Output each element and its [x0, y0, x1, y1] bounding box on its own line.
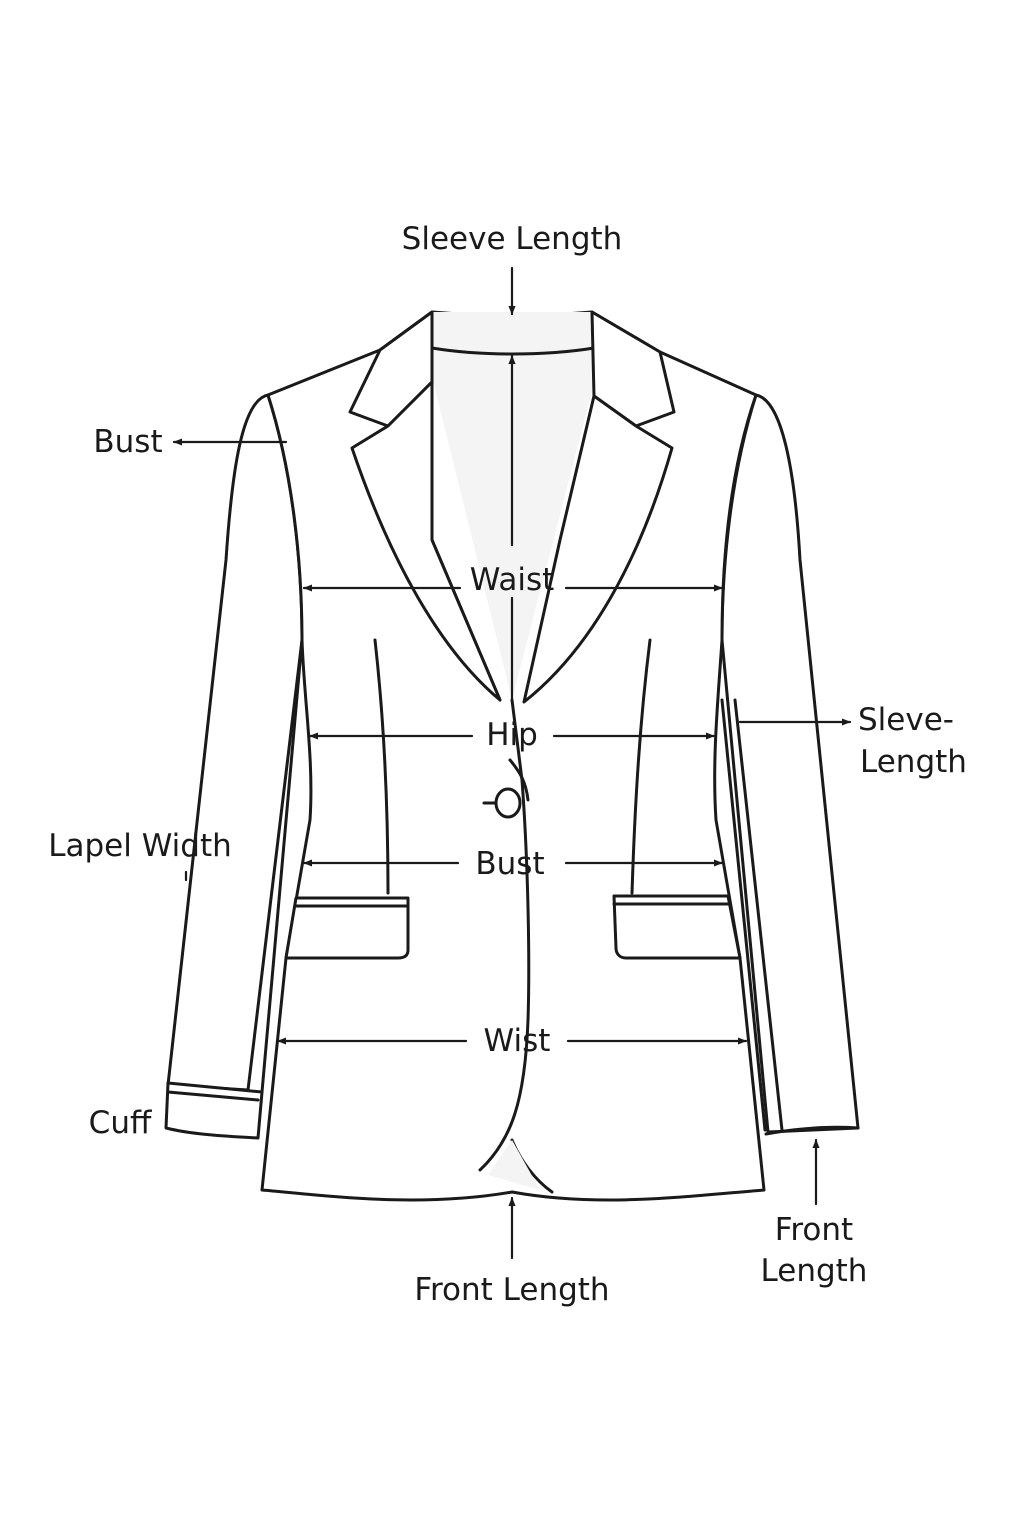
- jacket-illustration: [164, 310, 860, 1202]
- left-cuff: [164, 1081, 264, 1140]
- inner-hem-shade: [488, 1140, 540, 1190]
- left-cuff-edge: [166, 1090, 260, 1102]
- label-bust-left: Bust: [93, 424, 162, 460]
- left-pocket-flap: [284, 896, 410, 960]
- measurement-arrows: [172, 266, 852, 1260]
- label-hip: Hip: [486, 717, 538, 753]
- right-cuff-edge: [764, 1125, 860, 1136]
- label-lapel-width: Lapel Width: [48, 828, 232, 864]
- label-wist: Wist: [484, 1023, 551, 1059]
- label-sleeve-length-right-2: Length: [860, 744, 967, 780]
- right-pocket-flap: [612, 894, 742, 960]
- label-front-length-right-1: Front: [775, 1212, 853, 1248]
- measurement-labels: Sleeve Length Bust Waist Hip Sleve- Leng…: [48, 221, 967, 1308]
- label-sleeve-length-right-1: Sleve-: [858, 702, 954, 738]
- label-cuff: Cuff: [89, 1105, 152, 1141]
- left-lapel: [350, 380, 502, 702]
- label-front-length-bottom: Front Length: [414, 1272, 609, 1308]
- right-dart: [630, 638, 652, 895]
- right-sleeve-seam-inner: [720, 698, 767, 1132]
- label-sleeve-length-top: Sleeve Length: [402, 221, 623, 257]
- jacket-lining: [428, 312, 600, 700]
- button-stem: [508, 758, 530, 802]
- left-sleeve-seam: [260, 638, 304, 1094]
- front-opening: [478, 698, 531, 1172]
- label-front-length-right-2: Length: [761, 1253, 868, 1289]
- button-icon: [494, 787, 522, 819]
- right-sleeve-seam-outer: [733, 698, 784, 1132]
- label-bust-center: Bust: [475, 846, 544, 882]
- right-lapel: [522, 394, 674, 704]
- left-dart: [373, 638, 390, 895]
- label-waist: Waist: [470, 562, 555, 598]
